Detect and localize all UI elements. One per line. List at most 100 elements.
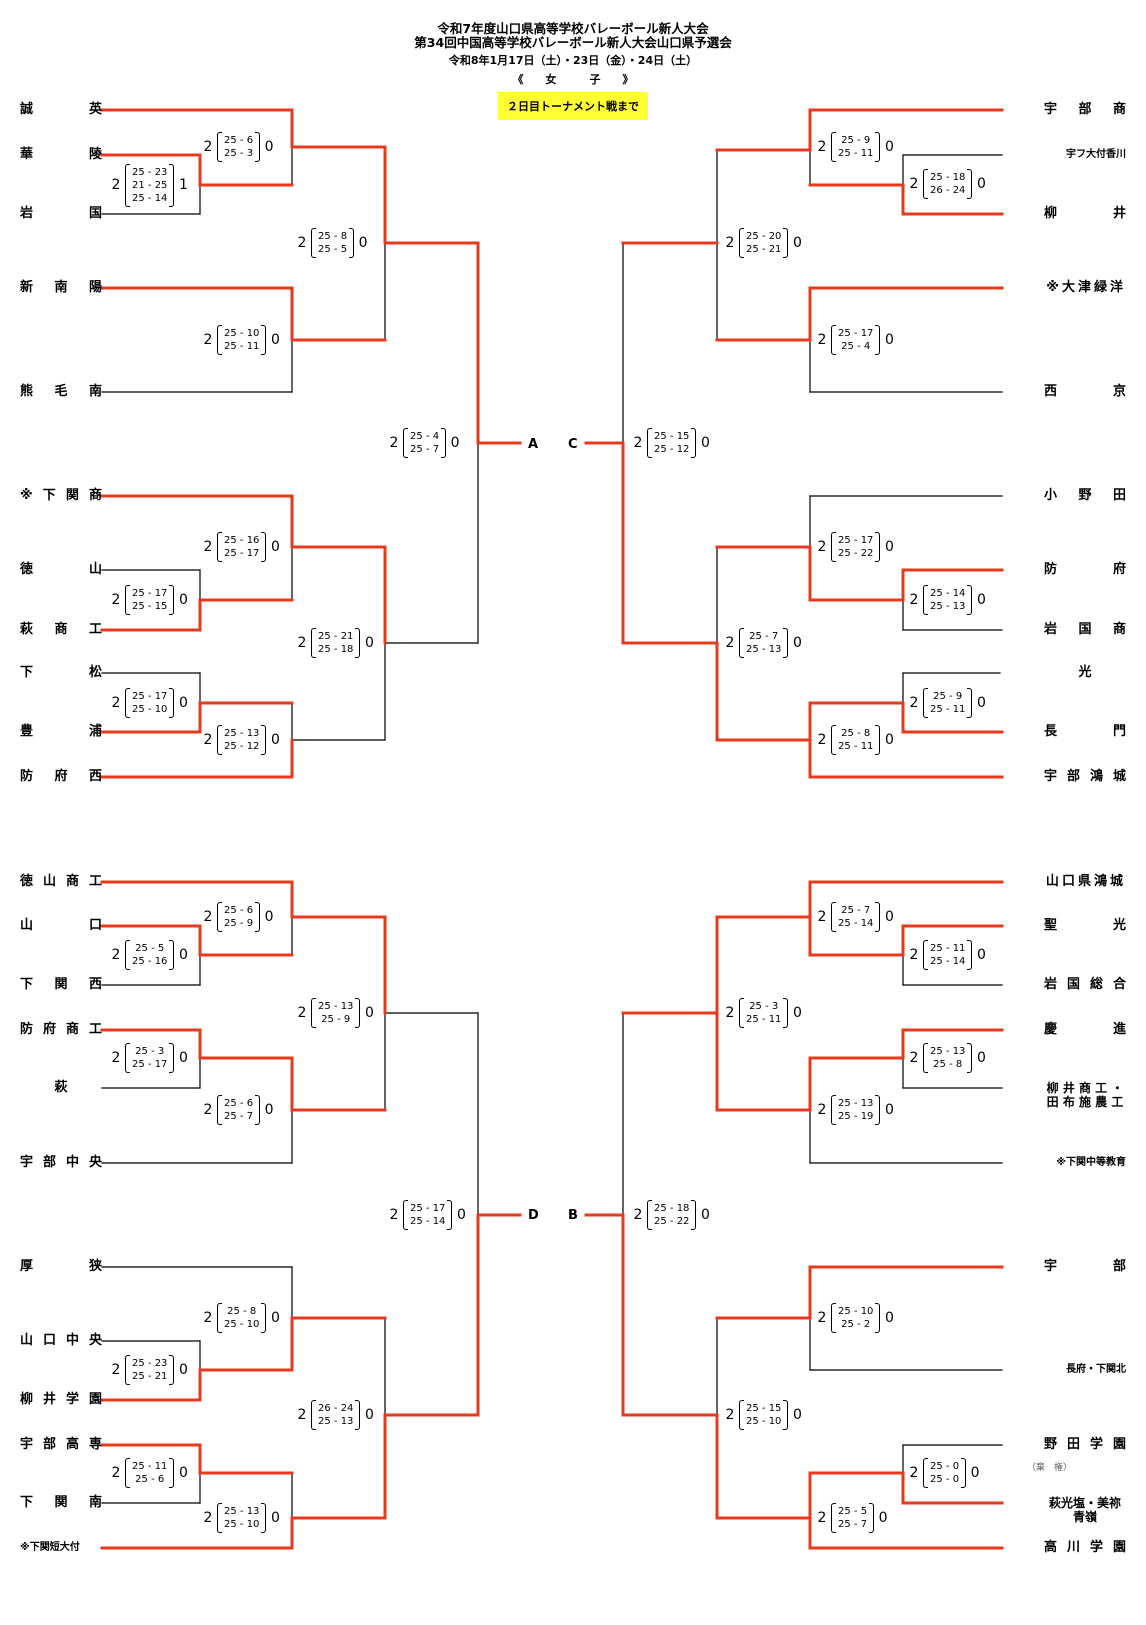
sets-won: 2 [633,435,643,451]
set-score: 25 - 13 [930,1046,966,1057]
set-score: 25 - 2 [841,1319,871,1330]
set-score: 25 - 17 [838,535,874,546]
set-score: 25 - 14 [838,918,874,929]
team-name: ※下関商 [20,488,102,503]
sets-won: 2 [297,1407,307,1423]
team-name: 西京 [1044,384,1126,399]
set-score: 25 - 16 [132,956,168,967]
set-score: 25 - 7 [410,444,440,455]
set-score: 25 - 6 [224,135,254,146]
set-score: 25 - 15 [746,1403,782,1414]
sets-lost: 0 [270,539,280,555]
set-score: 25 - 3 [749,1001,779,1012]
dates: 令和8年1月17日（土）・23日（金）・24日（土） [448,54,698,67]
set-score: 25 - 10 [132,704,168,715]
set-score: 25 - 6 [224,1098,254,1109]
set-score: 25 - 18 [930,172,966,183]
sets-lost: 0 [976,592,986,608]
sets-lost: 0 [792,235,802,251]
set-score: 25 - 0 [930,1474,960,1485]
sets-lost: 0 [364,635,374,651]
sets-lost: 0 [884,539,894,555]
sets-lost: 0 [178,1050,188,1066]
set-score: 25 - 17 [838,328,874,339]
team-name: 山口 [20,918,102,933]
set-scores: 25 - 13 25 - 8 [923,1043,973,1073]
set-score: 25 - 12 [654,444,690,455]
set-score: 25 - 5 [135,943,165,954]
set-score: 25 - 22 [838,548,874,559]
sets-won: 2 [111,947,121,963]
team-name: 岩国総合 [1044,977,1126,992]
sets-lost: 0 [878,1510,888,1526]
sets-lost: 0 [884,332,894,348]
sets-lost: 0 [364,1005,374,1021]
sets-lost: 0 [792,635,802,651]
set-score: 25 - 11 [838,741,874,752]
set-score: 25 - 8 [318,231,348,242]
team-name: 下松 [20,665,102,680]
sets-lost: 0 [884,139,894,155]
set-score: 25 - 14 [930,588,966,599]
sets-lost: 0 [264,139,274,155]
team-name: 宇部商 [1044,102,1126,117]
team-name: 防府西 [20,769,102,784]
block-label-a: A [528,437,539,452]
team-name: 聖光 [1044,918,1126,933]
set-scores: 25 - 5 25 - 16 [125,940,175,970]
sets-won: 2 [817,139,827,155]
set-score: 25 - 4 [410,431,440,442]
team-name: 宇部鴻城 [1044,769,1126,784]
set-score: 25 - 10 [224,1519,260,1530]
sets-lost: 0 [700,1207,710,1223]
team-name: 高川学園 [1044,1540,1126,1555]
set-score: 25 - 16 [224,535,260,546]
forfeit-note: （棄 権） [1027,1463,1073,1473]
set-score: 25 - 9 [321,1014,351,1025]
sets-won: 2 [817,1102,827,1118]
team-name: 長門 [1044,724,1126,739]
sets-won: 2 [203,732,213,748]
team-name: 宇フ大付香川 [1066,149,1126,160]
sets-won: 2 [203,1102,213,1118]
sets-won: 2 [111,1050,121,1066]
set-score: 25 - 3 [135,1046,165,1057]
sets-lost: 0 [270,332,280,348]
sets-won: 2 [297,1005,307,1021]
set-score: 25 - 19 [838,1111,874,1122]
sets-lost: 0 [270,1310,280,1326]
sets-won: 2 [817,332,827,348]
sets-lost: 0 [178,1465,188,1481]
set-score: 26 - 24 [318,1403,354,1414]
set-score: 25 - 8 [933,1059,963,1070]
team-name: 岩国 [20,206,102,221]
